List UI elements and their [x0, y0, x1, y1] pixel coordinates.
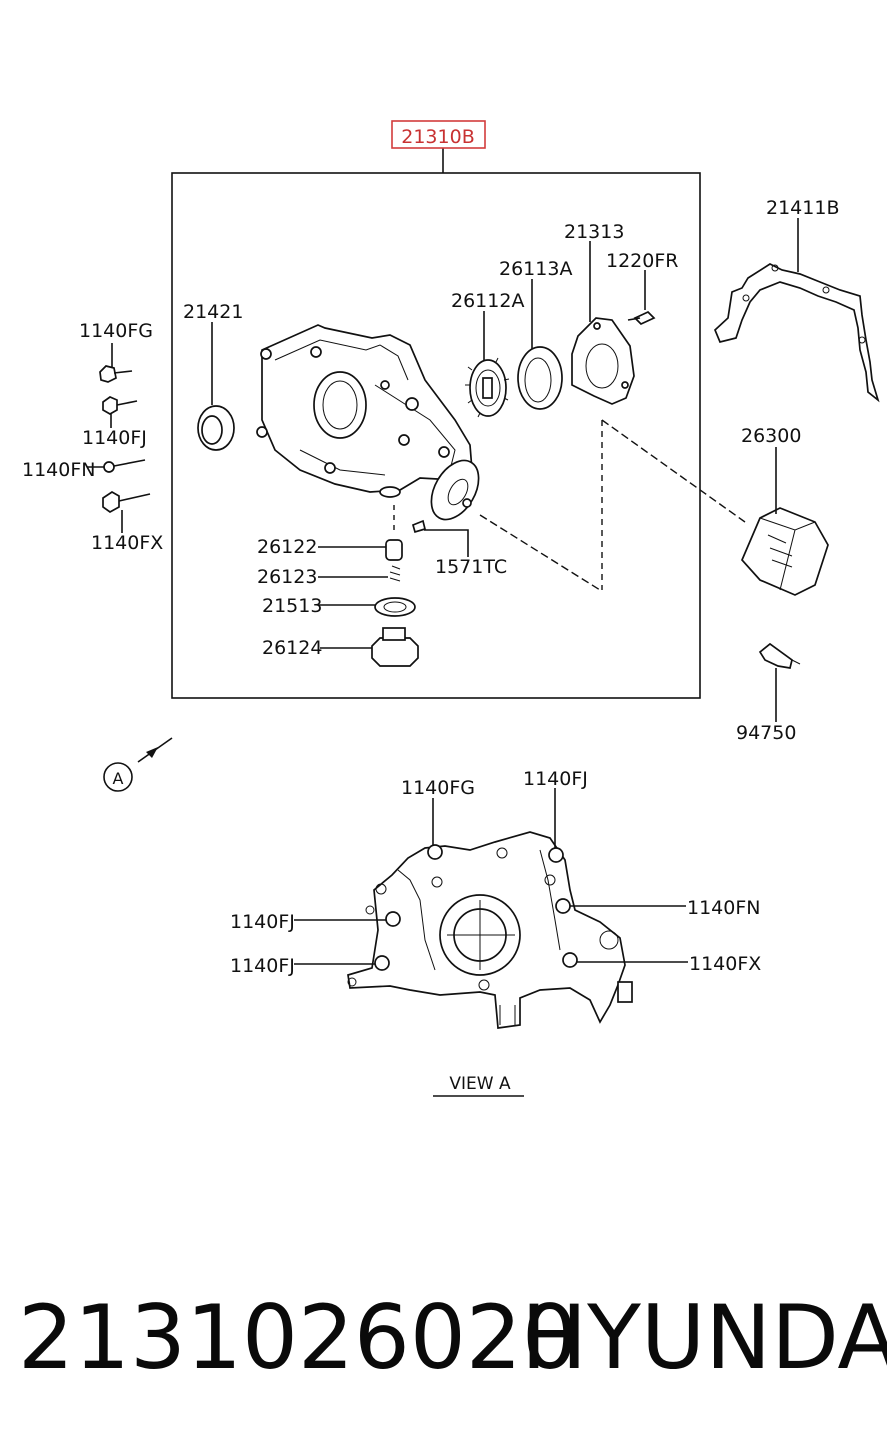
dashed-reference-lines: [393, 419, 746, 591]
oil-pressure-switch-94750: [758, 642, 801, 722]
part-label-94750[interactable]: 94750: [736, 722, 796, 744]
view-a-letter: A: [113, 769, 124, 788]
part-label-1140FG[interactable]: 1140FG: [79, 320, 153, 342]
pump-drive-flange: [430, 459, 480, 521]
part-label-21310B[interactable]: 21310B: [401, 126, 474, 148]
part-label-26124[interactable]: 26124: [262, 637, 322, 659]
screw-1220FR: [627, 270, 656, 326]
part-label-26113A[interactable]: 26113A: [499, 258, 572, 280]
oil-pump-housing: [256, 324, 473, 498]
view-a-title: VIEW A: [449, 1074, 511, 1094]
part-label-1140FX[interactable]: 1140FX: [91, 532, 163, 554]
oil-filter-26300: [741, 447, 829, 596]
footer-part-number: 2131026020: [18, 1286, 578, 1389]
side-bolts: [87, 343, 151, 533]
view-a-label-1140FJ-mid[interactable]: 1140FJ: [230, 911, 295, 933]
view-a-label-1140FJ-top[interactable]: 1140FJ: [523, 768, 588, 790]
footer-brand: HYUNDAI: [521, 1286, 887, 1389]
part-label-1220FR[interactable]: 1220FR: [606, 250, 678, 272]
view-a-marker: A: [103, 737, 173, 792]
view-a-label-1140FX[interactable]: 1140FX: [689, 953, 761, 975]
assembly-frame: [171, 172, 701, 699]
gasket-21411B: [713, 218, 880, 403]
part-label-26112A[interactable]: 26112A: [451, 290, 524, 312]
part-label-21411B[interactable]: 21411B: [766, 197, 839, 219]
pump-cover-21313: [571, 241, 635, 405]
relief-valve-parts: [318, 519, 469, 667]
part-label-26122[interactable]: 26122: [257, 536, 317, 558]
part-label-26300[interactable]: 26300: [741, 425, 801, 447]
view-a-label-1140FG[interactable]: 1140FG: [401, 777, 475, 799]
inner-rotor-26113A: [517, 279, 563, 410]
oil-seal-21421: [197, 322, 235, 451]
part-label-26123[interactable]: 26123: [257, 566, 317, 588]
part-label-21513[interactable]: 21513: [262, 595, 322, 617]
part-label-1571TC[interactable]: 1571TC: [435, 556, 507, 578]
view-a-label-1140FJ-low[interactable]: 1140FJ: [230, 955, 295, 977]
view-a-leaders: [294, 788, 688, 965]
view-a-label-1140FN[interactable]: 1140FN: [687, 897, 761, 919]
outer-gear-26112A: [465, 311, 510, 418]
part-label-1140FJ[interactable]: 1140FJ: [82, 427, 147, 449]
highlight-box[interactable]: [391, 120, 486, 149]
part-label-1140FN[interactable]: 1140FN: [22, 459, 96, 481]
part-label-21313[interactable]: 21313: [564, 221, 624, 243]
view-a-pump-drawing: [347, 831, 633, 1029]
part-label-21421[interactable]: 21421: [183, 301, 243, 323]
